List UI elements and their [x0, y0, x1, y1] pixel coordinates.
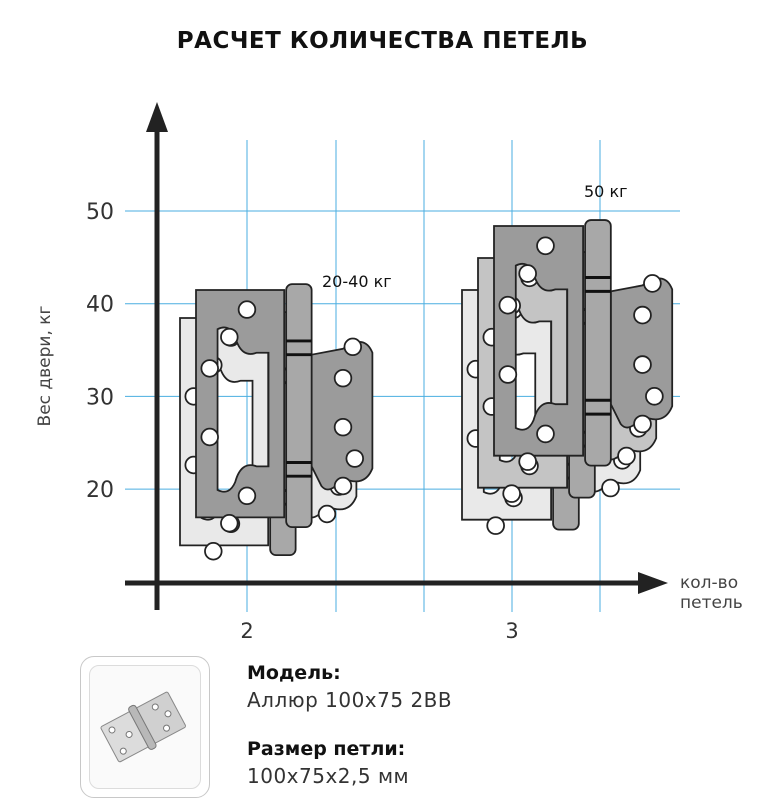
hinge-front	[195, 283, 374, 533]
size-value: 100х75х2,5 мм	[247, 764, 410, 788]
hinge-screw-hole	[486, 516, 505, 535]
hinge-screw-hole	[333, 368, 353, 388]
hinge-screw-hole	[204, 542, 223, 561]
size-label: Размер петли:	[247, 738, 406, 760]
hinge-product-icon	[100, 691, 186, 763]
hinge-screw-hole	[333, 417, 353, 437]
y-tick-label: 20	[86, 478, 114, 503]
hinge-front	[493, 219, 674, 471]
weight-label: 50 кг	[584, 182, 628, 201]
x-axis-label: петель	[680, 593, 743, 613]
hinge-screw-hole	[633, 414, 652, 434]
hinge-screw-hole	[498, 365, 518, 384]
hinge-screw-hole	[317, 504, 337, 524]
hinge-screw-hole	[633, 305, 652, 325]
hinge-screw-hole	[237, 300, 257, 319]
hinge-screw-hole	[333, 476, 353, 496]
hinge-pin	[285, 283, 313, 529]
hinge-screw-hole	[645, 386, 664, 406]
hinge-screw-hole	[200, 359, 219, 378]
hinge-screw-hole	[200, 427, 219, 447]
x-axis-arrow	[638, 572, 668, 594]
y-tick-label: 50	[86, 200, 114, 225]
weight-label: 20-40 кг	[322, 272, 392, 291]
y-tick-label: 30	[86, 385, 114, 410]
hinge-screw-hole	[601, 478, 620, 498]
hinge-screw-hole	[518, 264, 537, 283]
hinge-left-leaf	[195, 289, 286, 519]
model-value: Аллюр 100х75 2ВВ	[247, 688, 453, 712]
chart-labels: 20-40 кг 50 кг	[322, 182, 628, 291]
x-tick-label: 3	[505, 619, 518, 643]
hinge-screw-hole	[518, 452, 537, 471]
hinge-screw-hole	[220, 514, 239, 533]
chart-hinges	[179, 219, 674, 561]
hinge-right-leaf	[609, 277, 674, 429]
x-tick-label: 2	[240, 619, 253, 643]
product-thumbnail-frame	[89, 665, 201, 789]
hinge-screw-hole	[536, 424, 555, 444]
hinge-screw-hole	[633, 355, 652, 374]
hinge-screw-hole	[237, 486, 257, 506]
y-axis-arrow	[146, 102, 168, 132]
hinge-pin	[584, 219, 612, 467]
chart-axes	[125, 102, 668, 610]
x-axis-label: кол-во	[680, 573, 738, 593]
y-tick-label: 40	[86, 293, 114, 318]
hinge-screw-hole	[617, 446, 636, 466]
y-axis-label: Вес двери, кг	[35, 305, 55, 426]
hinge-screw-hole	[345, 449, 364, 468]
hinge-screw-hole	[343, 337, 363, 357]
model-label: Модель:	[247, 662, 341, 684]
hinge-screw-hole	[536, 236, 555, 256]
hinge-screw-hole	[643, 274, 662, 293]
page-title: РАСЧЕТ КОЛИЧЕСТВА ПЕТЕЛЬ	[176, 28, 589, 54]
hinge-right-leaf	[310, 341, 374, 491]
hinge-screw-hole	[502, 484, 521, 503]
product-thumbnail	[80, 656, 210, 798]
hinge-screw-hole	[220, 327, 239, 347]
hinge-screw-hole	[498, 295, 518, 315]
